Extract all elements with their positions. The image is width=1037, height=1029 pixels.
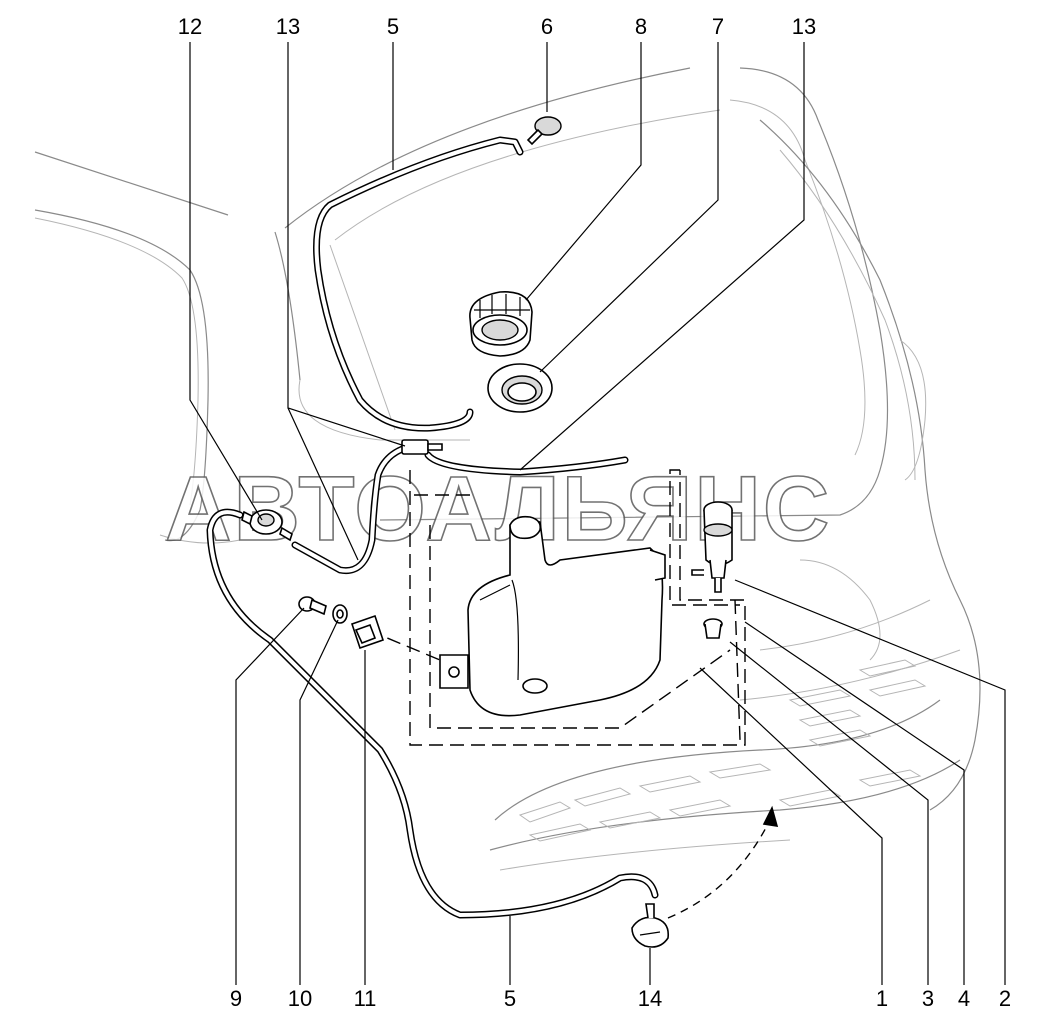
callout-7: 7 bbox=[712, 14, 724, 39]
callout-2: 2 bbox=[999, 986, 1011, 1011]
install-direction-arrow bbox=[667, 819, 771, 919]
washer-reservoir-part-1 bbox=[439, 515, 666, 717]
reservoir-bracket-part-11 bbox=[350, 614, 385, 650]
pump-grommet-part-3 bbox=[703, 618, 723, 639]
callout-11: 11 bbox=[354, 986, 377, 1011]
callout-13-left: 13 bbox=[276, 14, 300, 39]
callout-13-right: 13 bbox=[792, 14, 816, 39]
washer-pump-part-2 bbox=[691, 501, 733, 593]
callout-5-bottom: 5 bbox=[504, 986, 516, 1011]
callout-6: 6 bbox=[541, 14, 553, 39]
hoses bbox=[206, 136, 659, 919]
callout-3: 3 bbox=[922, 986, 934, 1011]
callout-5-top: 5 bbox=[387, 14, 399, 39]
bolt-part-9 bbox=[298, 596, 327, 616]
filler-neck-seal-part-7 bbox=[487, 363, 553, 413]
hose-tee-connector bbox=[401, 439, 443, 455]
callout-9: 9 bbox=[230, 986, 242, 1011]
callout-8: 8 bbox=[635, 14, 647, 39]
lower-washer-jet-part-14 bbox=[631, 903, 670, 948]
callout-12: 12 bbox=[178, 14, 202, 39]
install-arrow-head bbox=[762, 805, 779, 827]
rear-washer-jet-part-6 bbox=[526, 116, 562, 146]
callouts-top: 12 13 5 6 8 7 13 bbox=[178, 14, 816, 39]
leader-lines bbox=[189, 42, 1006, 985]
callout-1: 1 bbox=[876, 986, 888, 1011]
vehicle-body-outline bbox=[34, 67, 981, 871]
washer-part-10 bbox=[332, 604, 348, 624]
callout-14: 14 bbox=[638, 986, 662, 1011]
callout-4: 4 bbox=[958, 986, 970, 1011]
check-valve-part-12 bbox=[241, 509, 293, 542]
reservoir-cap-part-8 bbox=[469, 291, 533, 357]
callout-10: 10 bbox=[288, 986, 312, 1011]
callouts-bottom: 9 10 11 5 14 1 3 4 2 bbox=[230, 986, 1011, 1011]
